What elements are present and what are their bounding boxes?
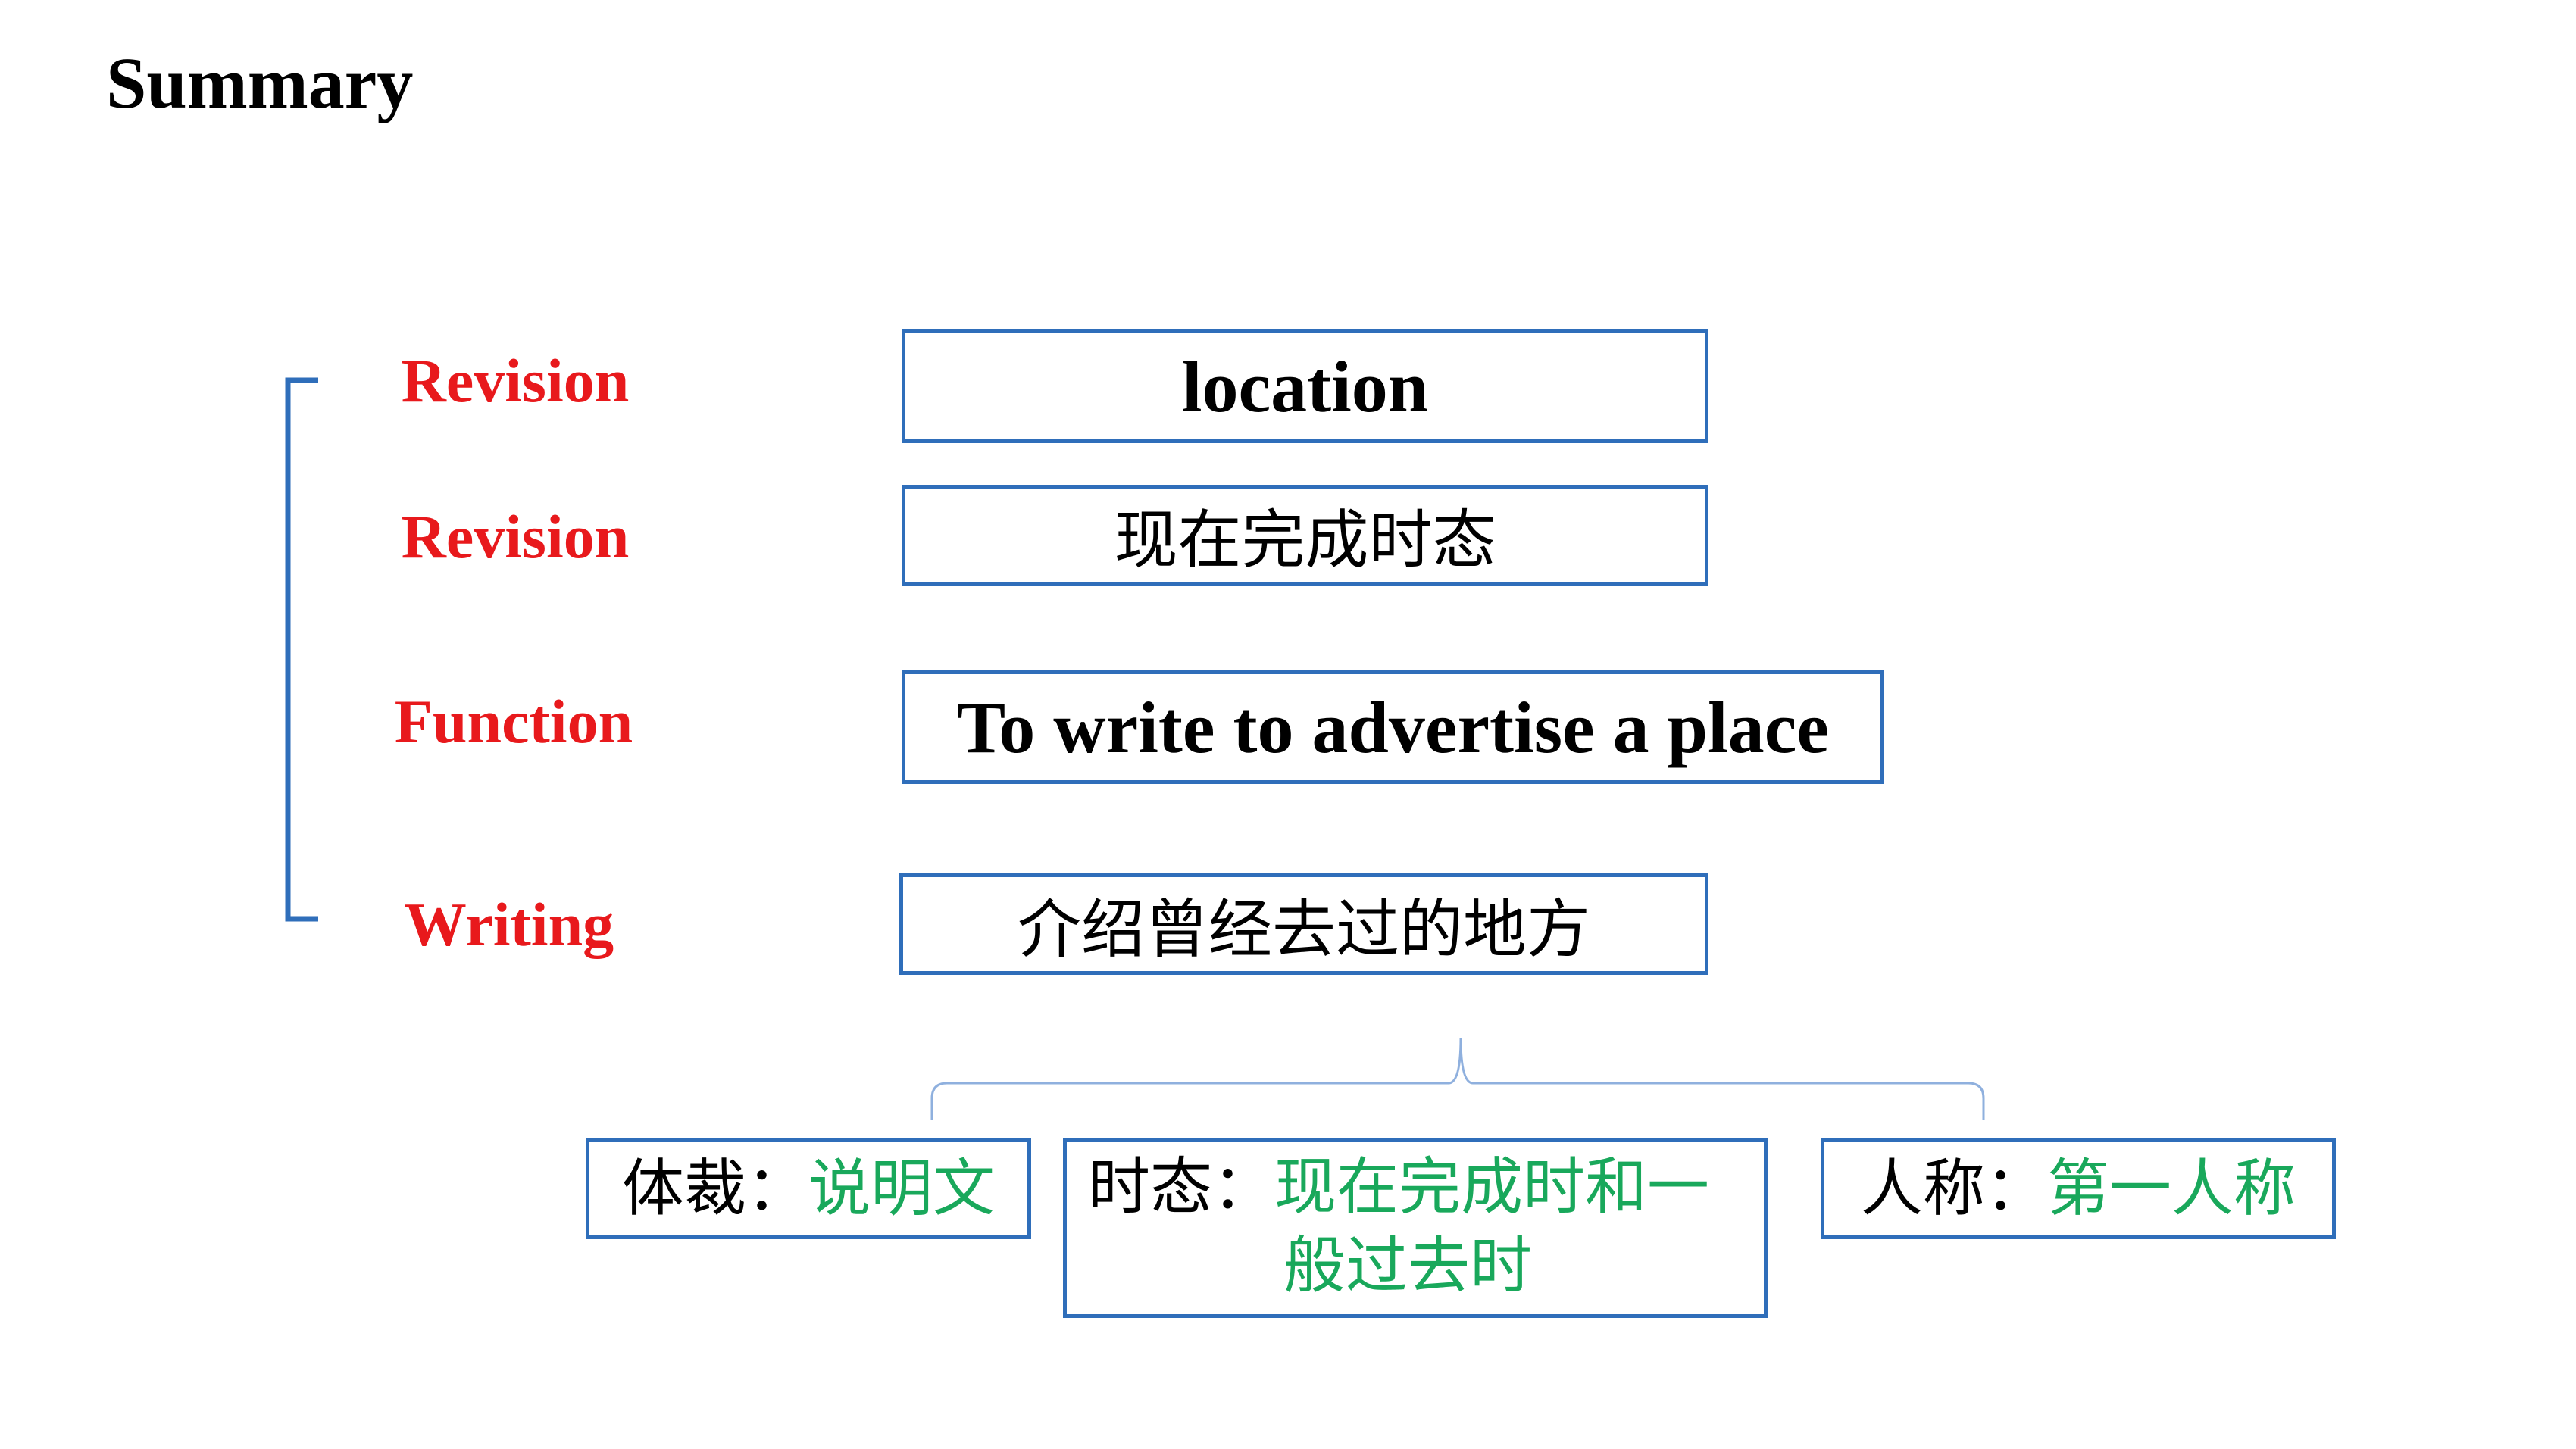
genre-key: 体裁：	[621, 1152, 808, 1225]
location-text: location	[1181, 345, 1429, 427]
writing-text: 介绍曾经去过的地方	[1017, 892, 1590, 967]
genre-box: 体裁：说明文	[586, 1138, 1031, 1239]
tense-line-1: 时态：现在完成时和一	[1088, 1148, 1764, 1227]
tense-box: 时态：现在完成时和一 般过去时	[1063, 1138, 1768, 1318]
tense-key: 时态：	[1088, 1151, 1275, 1223]
label-revision-2: Revision	[401, 502, 630, 571]
present-perfect-box: 现在完成时态	[902, 485, 1708, 586]
details-brace	[930, 1037, 1985, 1120]
function-text: To write to advertise a place	[957, 686, 1829, 768]
location-box: location	[902, 329, 1708, 443]
genre-value: 说明文	[808, 1152, 996, 1225]
person-key: 人称：	[1860, 1152, 2047, 1225]
tense-value-line-2: 般过去时	[1283, 1230, 1533, 1302]
left-bracket	[285, 377, 318, 922]
label-function: Function	[394, 687, 633, 756]
tense-line-2: 般过去时	[1088, 1227, 1764, 1306]
label-writing: Writing	[404, 890, 614, 959]
writing-box: 介绍曾经去过的地方	[899, 873, 1708, 975]
tense-value-line-1: 现在完成时和一	[1274, 1151, 1710, 1223]
page-title: Summary	[106, 42, 414, 123]
present-perfect-text: 现在完成时态	[1114, 503, 1496, 577]
person-box: 人称：第一人称	[1821, 1138, 2336, 1239]
label-revision-1: Revision	[401, 346, 630, 415]
function-box: To write to advertise a place	[902, 670, 1884, 784]
person-value: 第一人称	[2047, 1152, 2296, 1225]
